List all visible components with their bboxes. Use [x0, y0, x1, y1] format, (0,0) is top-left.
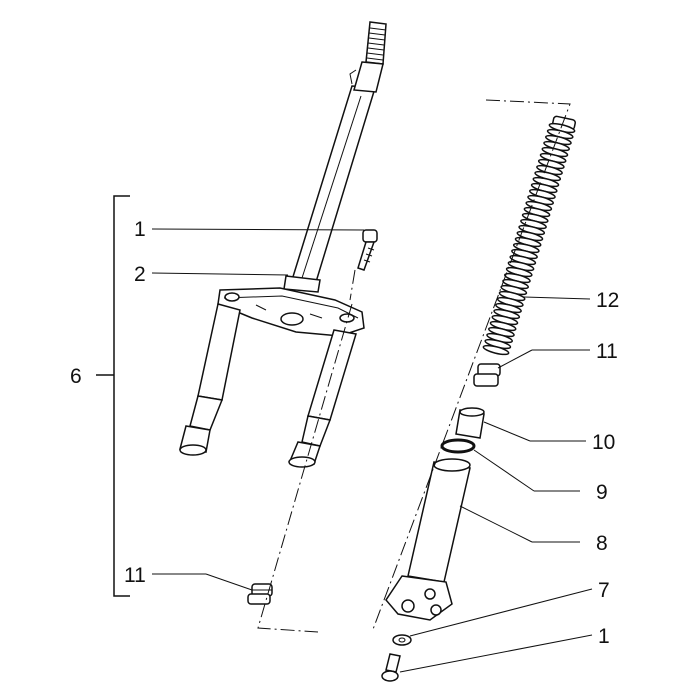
callout-8: 8: [596, 532, 608, 555]
assembly-lines: [257, 99, 571, 633]
fork-slider: [385, 458, 471, 621]
bolt-bottom: [381, 653, 401, 682]
callout-7: 7: [598, 579, 610, 602]
callout-12: 12: [596, 289, 619, 312]
spring: [482, 115, 576, 356]
callout-11-left: 11: [124, 564, 146, 587]
callout-11-right: 11: [596, 340, 618, 363]
fork-leg-right: [288, 329, 357, 468]
callout-9: 9: [596, 481, 608, 504]
fork-crown: [217, 287, 365, 337]
steering-tube: [283, 21, 387, 293]
callout-1-top: 1: [134, 218, 146, 241]
callouts: 1 2 6 11 12 11 10 9 8 7 1: [70, 218, 619, 648]
fork-leg-left: [179, 303, 241, 456]
group-6-bracket: [96, 195, 130, 597]
callout-6: 6: [70, 365, 82, 388]
callout-10: 10: [592, 431, 615, 454]
spring-coil: [482, 344, 510, 356]
bushing: [455, 407, 485, 439]
leader-lines: [151, 228, 593, 673]
bolt-top: [357, 229, 378, 271]
bump-stop-right: [473, 363, 501, 387]
callout-2: 2: [134, 263, 146, 286]
bump-stop-left: [247, 583, 273, 605]
callout-1-bottom: 1: [598, 625, 610, 648]
circlip: [440, 438, 476, 454]
washer: [392, 634, 412, 646]
